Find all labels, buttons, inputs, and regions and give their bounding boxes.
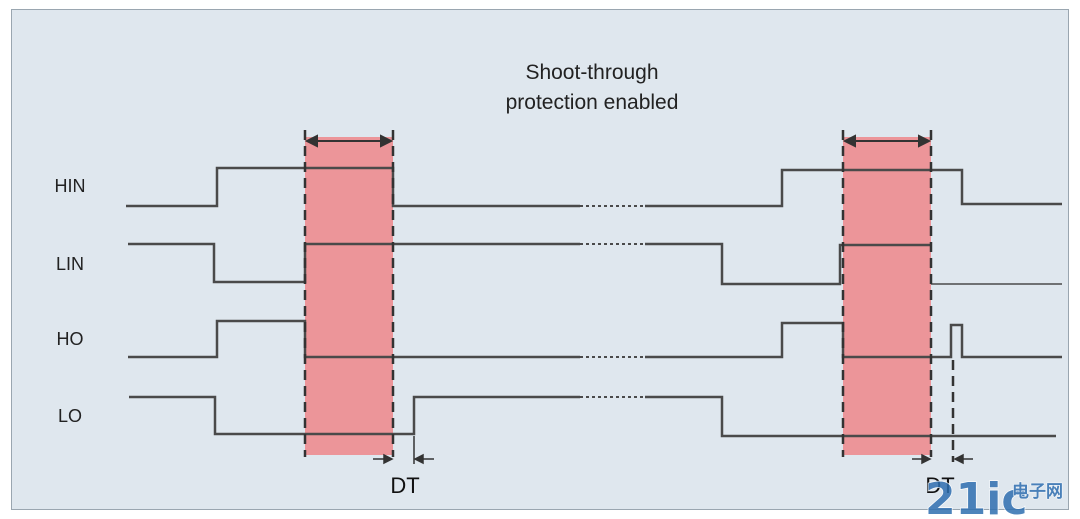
signal-label-hin: HIN bbox=[55, 176, 86, 196]
dead-time-arrow-1 bbox=[373, 436, 434, 465]
waveform-lin-right bbox=[645, 242, 931, 286]
waveform-ho-right bbox=[645, 321, 1062, 359]
window-1-width-arrow bbox=[304, 134, 394, 148]
title-line-2: protection enabled bbox=[506, 91, 679, 114]
waveform-lin bbox=[128, 242, 580, 284]
signal-label-lo: LO bbox=[58, 406, 82, 426]
signal-label-lin: LIN bbox=[56, 254, 84, 274]
dead-time-label-2: DT bbox=[925, 473, 954, 498]
signal-label-ho: HO bbox=[57, 329, 84, 349]
svg-text:电子网: 电子网 bbox=[1012, 481, 1063, 502]
window-2-width-arrow bbox=[842, 134, 932, 148]
waveform-lo bbox=[129, 395, 580, 436]
waveform-ho bbox=[128, 319, 580, 359]
dead-time-arrow-2 bbox=[912, 453, 973, 465]
waveform-hin-right bbox=[645, 168, 1062, 208]
dead-time-label-1: DT bbox=[390, 473, 419, 498]
protection-window-2 bbox=[843, 137, 931, 455]
watermark-logo: 21ic 电子网 bbox=[924, 473, 1063, 519]
svg-text:21ic: 21ic bbox=[925, 474, 1027, 519]
protection-window-1 bbox=[305, 137, 393, 455]
break-marks bbox=[580, 205, 645, 398]
title-line-1: Shoot-through bbox=[525, 61, 658, 84]
waveform-lo-right bbox=[645, 395, 1056, 438]
